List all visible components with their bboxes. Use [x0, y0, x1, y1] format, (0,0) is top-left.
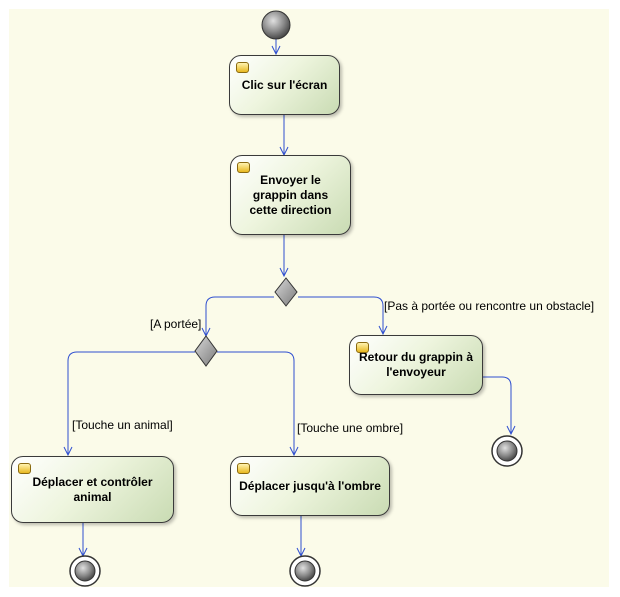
action-label: Déplacer jusqu'à l'ombre [239, 478, 381, 493]
decision-node-range [274, 277, 298, 307]
action-icon [237, 463, 250, 474]
action-envoyer-grappin: Envoyer le grappin dans cette direction [230, 155, 351, 235]
edge-decision1-to-retour [298, 296, 383, 334]
action-deplacer-ombre: Déplacer jusqu'à l'ombre [230, 456, 390, 516]
action-icon [18, 463, 31, 474]
action-label: Clic sur l'écran [241, 77, 328, 92]
action-retour-grappin: Retour du grappin à l'envoyeur [349, 335, 483, 395]
guard-touche-animal: [Touche un animal] [72, 418, 173, 432]
edge-decision2-to-deplacer-ombre [217, 351, 294, 455]
guard-pas-a-portee: [Pas à portée ou rencontre un obstacle] [384, 299, 595, 313]
action-icon [236, 62, 249, 73]
final-node-animal [69, 555, 101, 587]
initial-node [261, 10, 291, 40]
action-label: Envoyer le grappin dans cette direction [249, 172, 332, 217]
action-label: Retour du grappin à l'envoyeur [359, 350, 473, 379]
action-label: Déplacer et contrôler animal [32, 474, 153, 504]
action-icon [237, 162, 250, 173]
final-node-ombre [289, 555, 321, 587]
guard-a-portee: [A portée] [150, 317, 202, 331]
edge-decision1-to-decision2 [206, 296, 274, 336]
decision-node-target [194, 335, 218, 367]
action-clic-ecran: Clic sur l'écran [229, 55, 340, 115]
action-deplacer-animal: Déplacer et contrôler animal [11, 456, 174, 523]
edge-decision2-to-deplacer-animal [68, 351, 195, 455]
final-node-retour [491, 435, 523, 467]
guard-touche-ombre: [Touche une ombre] [297, 421, 404, 435]
action-icon [356, 342, 369, 353]
edge-retour-to-end [483, 376, 511, 434]
